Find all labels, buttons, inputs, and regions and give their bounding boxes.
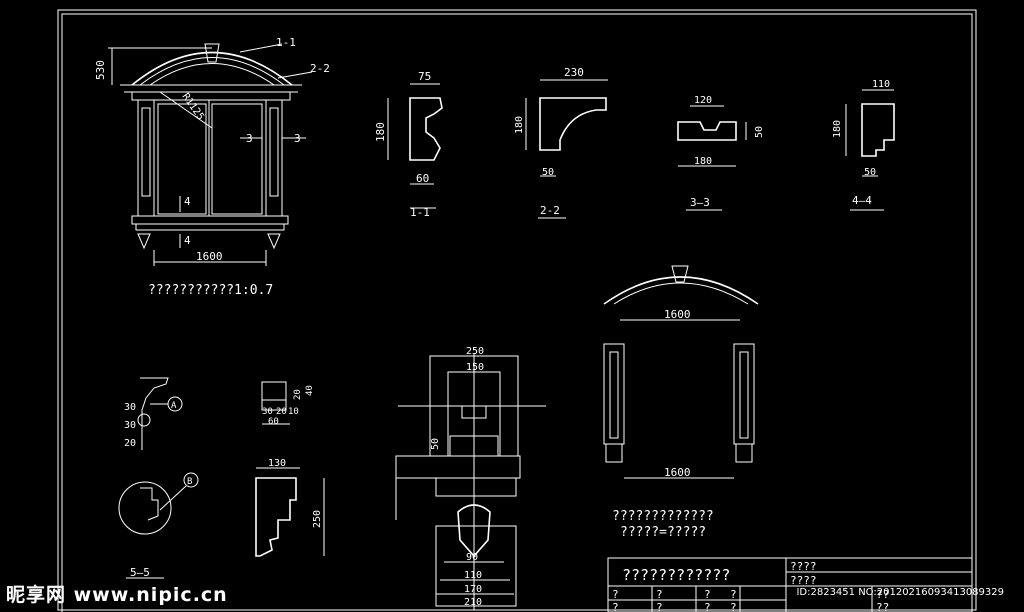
title-block-c2: ? [656,588,663,601]
title-block-r1: ???? [790,560,817,573]
label-s3: 3—3 [690,196,710,209]
detail-5-5 [118,377,199,579]
small-detail [261,381,290,425]
dim-radius: R1125 [180,91,206,122]
title-block-title: ???????????? [622,566,730,584]
label-s5: 5—5 [130,566,150,579]
column-section [395,354,546,610]
dim-col-b2: 110 [464,570,482,581]
dim-p1-top: 75 [418,70,431,83]
title-block-c3: ? [704,588,711,601]
dim-col-side: 50 [430,438,441,450]
dim-arch-width: 1600 [664,308,691,321]
dim-p4-side: 180 [832,120,843,138]
dim-p3-bottom: 180 [694,156,712,167]
dim-p4-bottom: 50 [864,167,876,178]
label-s2-top: 2-2 [310,62,330,75]
dim-p4-top: 110 [872,79,890,90]
title-block-d3: ? [704,601,711,612]
elevation-caption: ???????????1:0.7 [148,283,273,298]
dim-col-top1: 250 [466,346,484,357]
dim-p3-top: 120 [694,95,712,106]
dim-p3-side: 50 [754,126,765,138]
dim-col-b1: 90 [466,552,478,563]
dim-prof-side: 250 [312,510,323,528]
title-block-c1: ? [612,588,619,601]
dim-d5-a: 30 [124,402,136,413]
dim-prof-top: 130 [268,458,286,469]
dim-col-b4: 210 [464,597,482,608]
profile-3-3 [677,105,747,211]
profile-2-2 [525,79,608,219]
dim-d5-b: 30 [124,420,136,431]
label-s3-left: 3 [246,132,253,145]
title-block-d4: ? [730,601,737,612]
marker-a: A [171,401,177,411]
title-block-c6: ?? [876,601,889,612]
marker-b: B [187,477,192,487]
profile-1-1 [387,83,443,209]
dim-pillar-width: 1600 [664,466,691,479]
label-s4: 4—4 [852,194,872,207]
profile-large [255,467,325,557]
label-s3-right: 3 [294,132,301,145]
dim-p2-side: 180 [514,116,525,134]
watermark-id: ID:2823451 NO:20120216093413089329 [796,587,1004,598]
dim-small-h1: 20 [293,389,303,400]
title-block-c5: ?? [876,588,889,601]
dim-d5-c: 20 [124,438,136,449]
title-block-r2: ???? [790,574,817,587]
label-s4-top: 4 [184,195,191,208]
dim-small-w: 60 [268,417,279,427]
dim-small-a: 30 [262,407,273,417]
profile-4-4 [845,89,895,211]
title-block-c4: ? [730,588,737,601]
watermark-logo: 昵享网 www.nipic.cn [6,584,228,606]
outer-frame [57,9,977,611]
window-elevation [108,43,313,266]
dim-col-b3: 170 [464,584,482,595]
label-s2: 2-2 [540,204,560,217]
label-s1: 1-1 [410,206,430,219]
dim-p2-top: 230 [564,66,584,79]
label-s4-bottom: 4 [184,234,191,247]
dim-small-b: 20 [276,407,287,417]
arch-elevation [603,265,759,479]
title-block [607,557,973,612]
dim-p2-bottom: 50 [542,167,554,178]
dim-small-h2: 40 [305,385,315,396]
dim-small-c: 10 [288,407,299,417]
title-block-d1: ? [612,601,619,612]
arch-caption-2: ?????=????? [620,525,706,540]
inner-frame [61,13,973,612]
label-s1-top: 1-1 [276,36,296,49]
dim-col-top2: 150 [466,362,484,373]
arch-caption-1: ????????????? [612,509,714,524]
title-block-d2: ? [656,601,663,612]
dim-p1-side: 180 [374,122,387,142]
dim-width-main: 1600 [196,250,223,263]
dim-arch-height: 530 [94,60,107,80]
dim-p1-bottom: 60 [416,172,429,185]
